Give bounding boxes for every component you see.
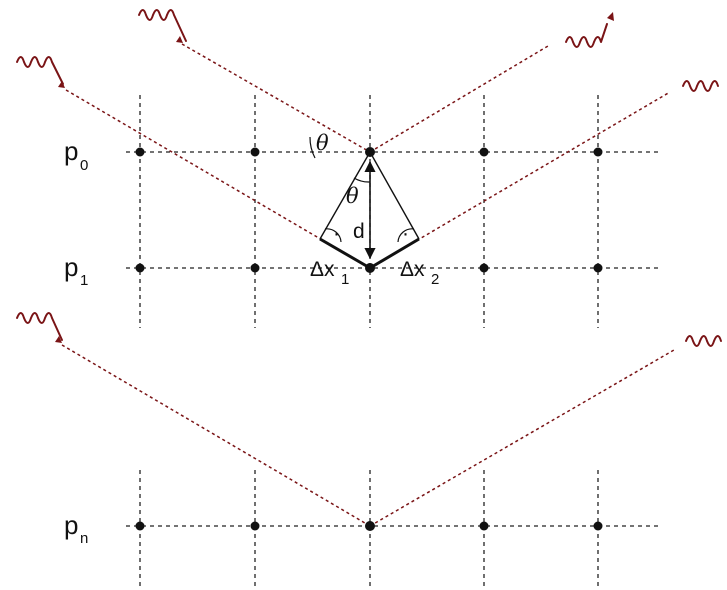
- atom: [135, 147, 145, 157]
- plane-label-p1: p: [64, 252, 78, 282]
- plane-label-p0: p: [64, 136, 78, 166]
- plane-subscript-p1: 1: [80, 272, 88, 289]
- incoming-photon-icon: [16, 312, 63, 343]
- incident-ray-1: [181, 43, 371, 153]
- atom: [250, 263, 260, 273]
- atom: [250, 147, 260, 157]
- plane-labels: p 0 p 1 p n: [64, 136, 88, 547]
- atom: [479, 521, 489, 531]
- angle-arc-theta: [309, 136, 316, 159]
- angle-label-theta-inner: θ: [346, 184, 359, 208]
- atom: [365, 521, 375, 531]
- incident-ray-2: [65, 89, 371, 269]
- spacing-label-d: d: [353, 220, 365, 243]
- perpendicular-right: [369, 151, 420, 240]
- incident-ray-3: [61, 344, 371, 527]
- reflected-ray-1: [369, 45, 549, 153]
- incoming-photon-icon: [138, 9, 187, 43]
- lattice-atoms: [135, 147, 603, 531]
- right-angle-arc-left: [324, 228, 342, 243]
- delta-x1-segment: [319, 237, 371, 270]
- right-angle-marker-right: ·: [402, 222, 409, 245]
- atom: [135, 521, 145, 531]
- right-angle-arc-right: [397, 228, 415, 243]
- outgoing-photon-icon: [685, 335, 722, 347]
- atom: [135, 263, 145, 273]
- photon-icons: [16, 9, 722, 347]
- outgoing-photon-icon: [682, 80, 719, 92]
- outgoing-photon-icon: [565, 12, 614, 48]
- atom: [593, 263, 603, 273]
- reflected-ray-3: [369, 349, 675, 527]
- incoming-photon-icon: [16, 56, 65, 88]
- plane-subscript-p0: 0: [80, 157, 88, 174]
- atom: [593, 521, 603, 531]
- atom: [479, 263, 489, 273]
- construction-labels: θ θ d Δx 1 Δx 2 · ·: [310, 131, 439, 288]
- atom: [479, 147, 489, 157]
- x-ray-beams: [61, 43, 675, 527]
- right-angle-marker-left: ·: [333, 222, 340, 245]
- atom: [593, 147, 603, 157]
- reflected-ray-2: [369, 91, 671, 269]
- path-diff-label-2: Δx: [400, 258, 425, 281]
- perpendicular-left: [319, 151, 371, 240]
- plane-label-pn: p: [64, 510, 78, 540]
- angle-arc-theta-inner: [353, 177, 371, 183]
- delta-x2-segment: [369, 237, 420, 270]
- path-diff-subscript-2: 2: [431, 271, 439, 288]
- path-diff-label-1: Δx: [310, 258, 335, 281]
- path-difference-construction: [309, 136, 420, 270]
- angle-label-theta: θ: [316, 131, 329, 155]
- plane-subscript-pn: n: [80, 530, 88, 547]
- path-diff-subscript-1: 1: [341, 271, 349, 288]
- atom: [250, 521, 260, 531]
